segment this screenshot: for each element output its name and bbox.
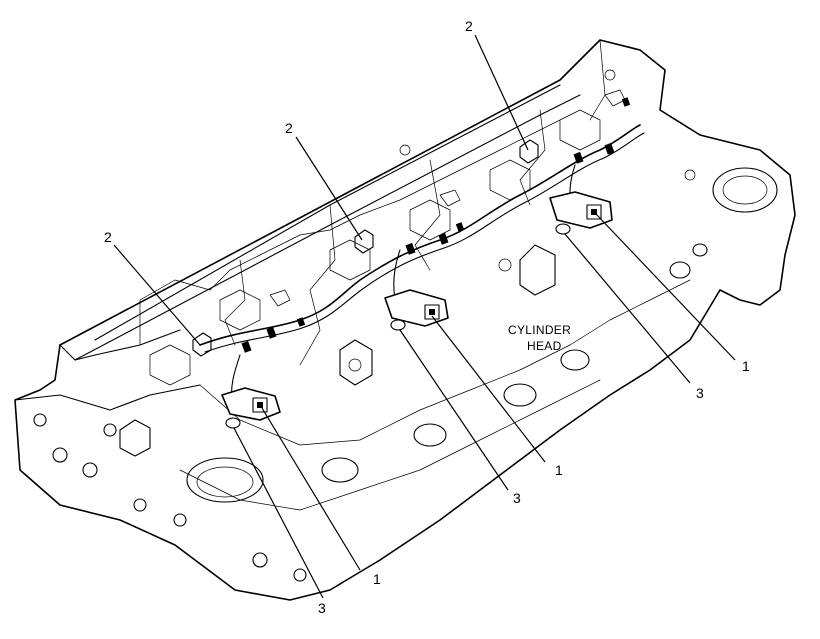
- callout-1-right: 1: [742, 358, 750, 374]
- callout-3-middle: 3: [513, 490, 521, 506]
- leader-lines: [113, 34, 736, 599]
- callout-2-middle: 2: [285, 120, 293, 136]
- callout-3-right: 3: [696, 385, 704, 401]
- part-label: CYLINDER HEAD: [508, 323, 571, 353]
- part-label-line-1: CYLINDER: [508, 323, 571, 337]
- wiring-harness: [192, 89, 645, 401]
- callouts: 2 2 2 1 1 1 3 3 3: [104, 18, 750, 616]
- callout-2-left: 2: [104, 229, 112, 245]
- callout-2-right: 2: [465, 18, 473, 34]
- part-label-line-2: HEAD: [527, 339, 562, 353]
- callout-1-middle: 1: [555, 462, 563, 478]
- callout-3-left: 3: [318, 600, 326, 616]
- callout-1-left: 1: [373, 571, 381, 587]
